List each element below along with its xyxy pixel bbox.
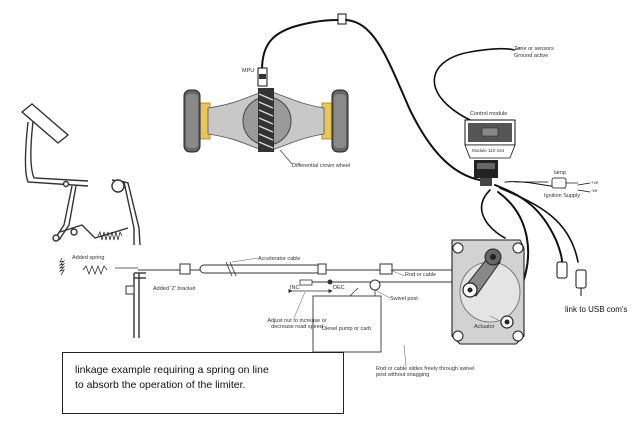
label-zone: Zone or sensors bbox=[514, 46, 554, 52]
actuator bbox=[451, 239, 525, 345]
label-ground: Ground active bbox=[514, 53, 549, 59]
label-added-spring: Added spring bbox=[72, 255, 105, 261]
label-actuator: Actuator bbox=[474, 324, 495, 330]
leader-lines bbox=[231, 257, 499, 367]
wiring-harness bbox=[261, 13, 591, 319]
label-usb-link: link to USB com's bbox=[565, 305, 628, 314]
label-z-bracket: Added 'Z' bracket bbox=[153, 286, 196, 292]
caption-line-2: to absorb the operation of the limiter. bbox=[75, 379, 246, 392]
added-spring-icon bbox=[58, 230, 123, 276]
label-crown-wheel: Differential crown wheel bbox=[292, 163, 351, 169]
label-dec: DEC bbox=[333, 285, 345, 291]
label-module-part: Module 110-164 bbox=[472, 148, 505, 153]
diesel-pump bbox=[312, 287, 382, 353]
label-lamp: lamp bbox=[554, 170, 566, 176]
z-bracket bbox=[125, 272, 146, 338]
rear-axle bbox=[183, 67, 349, 165]
label-swivel-post: Swivel post bbox=[390, 296, 418, 302]
label-rod-or-cable: Rod or cable bbox=[405, 272, 437, 278]
cable-connector-icon bbox=[337, 13, 347, 25]
accelerator-pedal bbox=[20, 103, 141, 246]
label-diesel-pump: Diesel pump or carb bbox=[322, 326, 372, 332]
label-vplus: +ve bbox=[591, 180, 599, 185]
label-accelerator-cable: Accelerator cable bbox=[258, 256, 301, 262]
control-module bbox=[464, 119, 516, 186]
label-adjust-nut: Adjust nut to increase or decrease road … bbox=[267, 318, 327, 331]
accelerator-cable bbox=[115, 261, 470, 294]
label-rod-slides: Rod or cable slides freely through swive… bbox=[376, 366, 475, 379]
caption-box: linkage example requiring a spring on li… bbox=[62, 352, 344, 414]
label-ignition: Ignition Supply bbox=[544, 193, 581, 199]
usb-connector-icon bbox=[556, 261, 587, 296]
label-vminus: -ve bbox=[591, 188, 598, 193]
label-control-module: Control module bbox=[470, 111, 508, 117]
label-mpu: MPU bbox=[242, 68, 255, 74]
caption-line-1: linkage example requiring a spring on li… bbox=[75, 364, 269, 376]
lamp-icon bbox=[551, 177, 578, 189]
label-inc: INC bbox=[290, 285, 300, 291]
